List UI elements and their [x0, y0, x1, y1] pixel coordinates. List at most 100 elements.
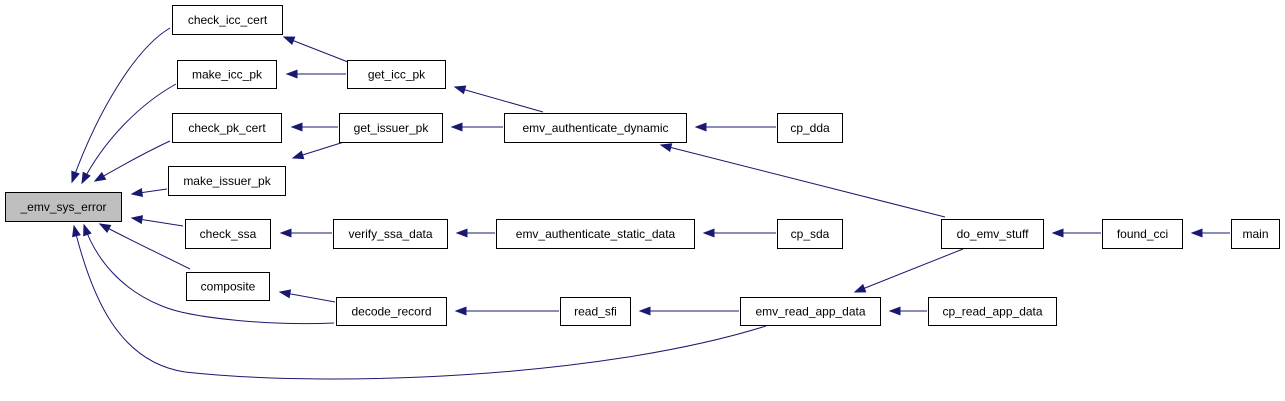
arrowhead-icon: [72, 224, 81, 238]
edge-verify_ssa_data-to-check_ssa: [279, 228, 332, 238]
edge-check_pk_cert-to-emv_sys_error: [93, 140, 171, 182]
node-label: make_icc_pk: [192, 68, 263, 82]
node-box: [560, 297, 631, 326]
edge-line: [99, 223, 191, 270]
node-box: [172, 5, 283, 35]
arrowhead-icon: [1051, 228, 1064, 238]
edge-emv_read_app_data-to-emv_sys_error: [72, 224, 767, 380]
node-check-ssa[interactable]: check_ssa: [185, 219, 271, 249]
node-found-cci[interactable]: found_cci: [1102, 219, 1183, 249]
edge-line: [454, 86, 544, 113]
node-label: cp_read_app_data: [942, 305, 1042, 319]
edge-read_sfi-to-decode_record: [454, 306, 559, 316]
node-label: read_sfi: [574, 305, 617, 319]
arrowhead-icon: [888, 306, 901, 316]
node-label: cp_sda: [791, 227, 830, 241]
edge-get_issuer_pk-to-make_issuer_pk: [291, 141, 345, 160]
edge-emv_authenticate_dynamic-to-get_icc_pk: [453, 85, 544, 113]
node-get-icc-pk[interactable]: get_icc_pk: [347, 60, 446, 89]
node-box: [504, 113, 687, 143]
node-box: [777, 219, 843, 249]
node-verify-ssa-data[interactable]: verify_ssa_data: [333, 219, 448, 249]
arrowhead-icon: [659, 143, 673, 152]
edge-line: [73, 225, 767, 380]
node-cp-read-app-data[interactable]: cp_read_app_data: [928, 297, 1057, 326]
function-nodes: _emv_sys_error check_icc_cert make_icc_pkc…: [5, 5, 1280, 326]
edge-make_issuer_pk-to-emv_sys_error: [130, 188, 168, 197]
node-box: [928, 297, 1057, 326]
arrowhead-icon: [638, 306, 651, 316]
node-box: [336, 297, 447, 326]
node-label: main: [1242, 227, 1268, 241]
edge-line: [81, 83, 177, 184]
edge-line: [71, 27, 171, 183]
node-read-sfi[interactable]: read_sfi: [560, 297, 631, 326]
node-main[interactable]: main: [1231, 219, 1280, 249]
arrowhead-icon: [455, 228, 468, 238]
node-label: check_ssa: [200, 227, 257, 241]
node-check-pk-cert[interactable]: check_pk_cert: [172, 113, 282, 143]
node-label: do_emv_stuff: [957, 227, 1029, 241]
arrowhead-icon: [291, 150, 305, 160]
edge-emv_authenticate_dynamic-to-get_issuer_pk: [450, 122, 503, 132]
node-composite[interactable]: composite: [186, 272, 270, 301]
arrowhead-icon: [454, 306, 467, 316]
arrowhead-icon: [282, 36, 296, 46]
arrowhead-icon: [279, 228, 292, 238]
edge-emv_read_app_data-to-read_sfi: [638, 306, 739, 316]
node-label: get_issuer_pk: [354, 121, 430, 135]
edge-cp_dda-to-emv_authenticate_dynamic: [694, 122, 776, 132]
node-box: [777, 113, 843, 143]
edge-get_icc_pk-to-make_icc_pk: [285, 69, 346, 79]
node-emv-authenticate-static-data[interactable]: emv_authenticate_static_data: [496, 219, 695, 249]
node-make-icc-pk[interactable]: make_icc_pk: [177, 60, 277, 89]
node-cp-dda[interactable]: cp_dda: [777, 113, 843, 143]
node-label: composite: [201, 280, 256, 294]
edge-line: [283, 36, 349, 63]
node-label: check_icc_cert: [188, 13, 268, 27]
node-get-issuer-pk[interactable]: get_issuer_pk: [339, 113, 443, 143]
edge-main-to-found_cci: [1190, 228, 1230, 238]
arrowhead-icon: [702, 228, 715, 238]
node-do-emv-stuff[interactable]: do_emv_stuff: [941, 219, 1044, 249]
node-box: [333, 219, 448, 249]
edge-line: [660, 144, 946, 218]
node-emv-authenticate-dynamic[interactable]: emv_authenticate_dynamic: [504, 113, 687, 143]
node-box: [941, 219, 1044, 249]
arrowhead-icon: [450, 122, 463, 132]
edge-found_cci-to-do_emv_stuff: [1051, 228, 1101, 238]
node-label: verify_ssa_data: [348, 227, 432, 241]
edge-line: [94, 140, 171, 182]
edge-emv_authenticate_static_data-to-verify_ssa_data: [455, 228, 495, 238]
node-box: [1231, 219, 1280, 249]
arrowhead-icon: [290, 122, 303, 132]
arrowhead-icon: [81, 171, 91, 185]
edge-line: [854, 248, 964, 293]
node-decode-record[interactable]: decode_record: [336, 297, 447, 326]
node-box: [1102, 219, 1183, 249]
arrowhead-icon: [93, 171, 107, 182]
arrowhead-icon: [98, 223, 112, 233]
edge-get_icc_pk-to-check_icc_cert: [282, 36, 349, 63]
node-label: make_issuer_pk: [183, 174, 271, 188]
arrowhead-icon: [130, 188, 144, 197]
node-box: [177, 60, 277, 89]
edge-check_ssa-to-emv_sys_error: [130, 215, 184, 227]
node-emv-sys-error[interactable]: _emv_sys_error: [5, 192, 122, 222]
node-label: cp_dda: [790, 121, 830, 135]
arrowhead-icon: [83, 223, 92, 237]
node-check-icc-cert[interactable]: check_icc_cert: [172, 5, 283, 35]
edge-check_icc_cert-to-emv_sys_error: [71, 27, 171, 184]
node-label: get_icc_pk: [368, 68, 426, 82]
node-make-issuer-pk[interactable]: make_issuer_pk: [168, 166, 286, 196]
node-label: found_cci: [1117, 227, 1168, 241]
arrowhead-icon: [278, 289, 292, 299]
node-box: [740, 297, 881, 326]
node-cp-sda[interactable]: cp_sda: [777, 219, 843, 249]
node-emv-read-app-data[interactable]: emv_read_app_data: [740, 297, 881, 326]
edge-line: [83, 224, 335, 325]
node-label: emv_authenticate_dynamic: [522, 121, 668, 135]
node-box: [168, 166, 286, 196]
edge-cp_read_app_data-to-emv_read_app_data: [888, 306, 927, 316]
edge-composite-to-emv_sys_error: [98, 223, 191, 270]
